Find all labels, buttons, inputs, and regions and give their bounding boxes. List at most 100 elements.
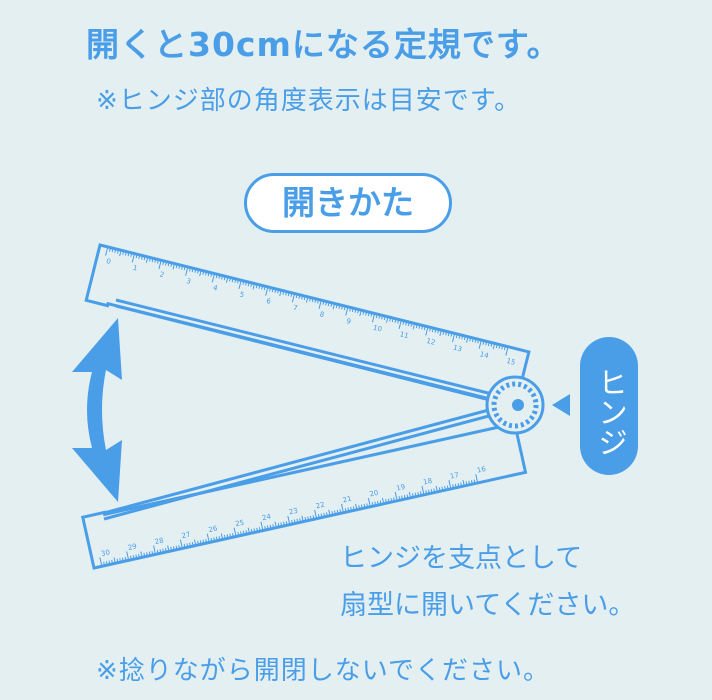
ruler-tick xyxy=(447,331,450,337)
ruler-tick xyxy=(116,558,119,563)
ruler-tick xyxy=(298,294,301,299)
ruler-tick xyxy=(325,512,328,517)
ruler-tick xyxy=(232,533,234,538)
ruler-tick xyxy=(318,300,322,310)
ruler-tick xyxy=(225,276,229,283)
ruler-tick xyxy=(215,536,218,541)
ruler-number: 22 xyxy=(315,501,325,511)
ruler-number: 27 xyxy=(181,530,191,540)
ruler-tick xyxy=(153,545,156,555)
ruler-tick xyxy=(146,552,148,557)
ruler-tick xyxy=(460,482,463,487)
ruler-tick xyxy=(127,252,130,257)
ruler-tick xyxy=(99,557,103,567)
ruler-tick xyxy=(455,333,458,339)
ruler-tick xyxy=(282,290,285,295)
ruler-tick xyxy=(103,561,105,566)
ruler-tick xyxy=(205,539,208,544)
ruler-tick xyxy=(234,278,237,283)
ruler-tick xyxy=(277,522,280,528)
ruler-tick xyxy=(429,327,432,332)
ruler-tick xyxy=(218,536,221,541)
ruler-tick xyxy=(221,275,223,280)
ruler-tick xyxy=(410,322,413,327)
ruler-tick xyxy=(151,550,154,556)
ruler-tick xyxy=(501,345,504,350)
howto-label: 開きかた xyxy=(244,173,452,233)
ruler-tick xyxy=(189,542,191,547)
hinge-pivot xyxy=(512,399,524,411)
ruler-tick xyxy=(138,553,140,559)
ruler-tick xyxy=(237,531,240,537)
ruler-tick xyxy=(474,338,477,343)
ruler-tick xyxy=(451,333,456,343)
ruler-tick xyxy=(408,491,412,498)
ruler-tick xyxy=(255,284,258,289)
ruler-tick xyxy=(172,546,175,551)
ruler-tick xyxy=(159,549,162,554)
ruler-tick xyxy=(398,319,402,329)
ruler-tick xyxy=(121,557,124,562)
ruler-tick xyxy=(403,494,406,500)
ruler-tick xyxy=(376,500,379,506)
ruler-number: 4 xyxy=(212,284,219,293)
ruler-tick xyxy=(311,298,314,303)
ruler-number: 10 xyxy=(372,324,383,334)
ruler-tick xyxy=(462,479,465,487)
ruler-tick xyxy=(314,298,317,303)
ruler-tick xyxy=(331,511,334,516)
ruler-tick xyxy=(343,306,346,311)
ruler-tick xyxy=(226,534,229,539)
ruler-number: 9 xyxy=(345,317,351,326)
ruler-tick xyxy=(393,497,395,502)
ruler-tick xyxy=(149,257,151,262)
ruler-tick xyxy=(352,506,355,511)
ruler-tick xyxy=(206,533,210,543)
ruler-tick xyxy=(405,321,408,326)
ruler-tick xyxy=(349,307,352,312)
ruler-tick xyxy=(323,512,326,517)
ruler-tick xyxy=(263,286,266,291)
ruler-top-outline xyxy=(84,243,531,408)
ruler-tick xyxy=(362,310,365,315)
ruler-tick xyxy=(218,274,221,279)
open-close-arrow-icon xyxy=(72,318,122,502)
ruler-number: 23 xyxy=(288,507,298,517)
ruler-number: 19 xyxy=(396,483,406,493)
ruler-tick xyxy=(215,274,218,279)
ruler-tick xyxy=(271,288,274,293)
ruler-tick xyxy=(253,528,256,533)
ruler-tick xyxy=(287,515,291,525)
ruler-tick xyxy=(179,539,183,549)
ruler-tick xyxy=(341,503,344,513)
ruler-tick xyxy=(124,556,127,562)
ruler-tick xyxy=(185,266,189,276)
ruler-tick xyxy=(135,554,138,559)
ruler-tick xyxy=(394,491,398,501)
ruler-tick xyxy=(425,490,428,495)
ruler-tick xyxy=(430,489,433,494)
ruler-tick xyxy=(463,335,466,341)
ruler-number: 13 xyxy=(452,344,463,354)
ruler-tick xyxy=(113,557,116,564)
ruler-tick xyxy=(468,480,471,485)
ruler-tick xyxy=(164,547,167,553)
ruler-tick xyxy=(258,284,261,289)
ruler-tick xyxy=(178,544,181,550)
ruler-tick xyxy=(345,306,349,316)
ruler-tick xyxy=(135,254,138,259)
ruler-tick xyxy=(151,258,154,263)
ruler-tick xyxy=(199,540,202,545)
ruler-tick xyxy=(183,543,186,548)
ruler-tick xyxy=(421,485,425,495)
ruler-number: 20 xyxy=(369,489,379,499)
ruler-tick xyxy=(119,250,122,257)
ruler-tick xyxy=(379,500,382,505)
ruler-tick xyxy=(445,331,448,336)
ruler-tick xyxy=(344,508,347,513)
ruler-tick xyxy=(475,474,479,484)
ruler-tick xyxy=(114,248,117,253)
ruler-number: 17 xyxy=(449,471,459,481)
ruler-tick xyxy=(296,518,299,523)
ruler-tick xyxy=(347,507,350,512)
